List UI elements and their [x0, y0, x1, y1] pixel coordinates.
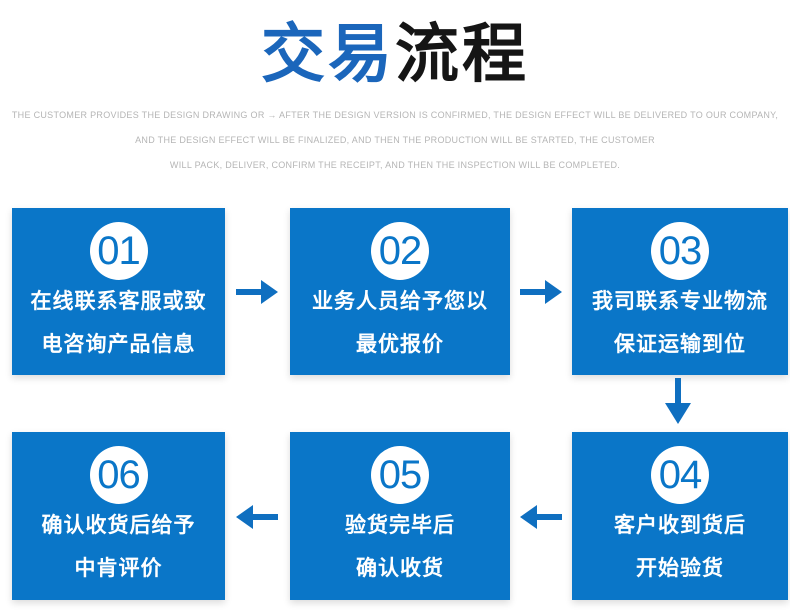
step-card-05: 05 验货完毕后 确认收货 [290, 432, 510, 600]
step-number: 04 [658, 453, 702, 497]
step-text-line: 业务人员给予您以 [312, 290, 488, 313]
arrow-right-icon [236, 279, 278, 305]
arrow-right-icon [520, 279, 562, 305]
step-text-line: 中肯评价 [74, 557, 163, 580]
step-text-line: 客户收到货后 [614, 514, 746, 537]
step-number-badge: 04 [651, 446, 709, 504]
page-title: 交易流程 [0, 16, 790, 93]
step-number: 03 [658, 229, 702, 273]
step-card-02: 02 业务人员给予您以 最优报价 [290, 208, 510, 375]
step-number: 01 [97, 229, 140, 273]
subtitle: THE CUSTOMER PROVIDES THE DESIGN DRAWING… [0, 103, 790, 178]
step-description: 确认收货后给予 中肯评价 [12, 504, 225, 590]
step-number-badge: 06 [89, 446, 148, 504]
step-text-line: 保证运输到位 [614, 333, 746, 356]
step-text-line: 我司联系专业物流 [592, 290, 768, 313]
step-number: 06 [97, 453, 140, 497]
step-number-badge: 05 [371, 446, 429, 504]
step-card-06: 06 确认收货后给予 中肯评价 [12, 432, 225, 600]
step-number: 02 [378, 229, 422, 273]
step-number-badge: 02 [371, 222, 429, 280]
step-card-01: 01 在线联系客服或致 电咨询产品信息 [12, 208, 225, 375]
step-number-badge: 03 [651, 222, 709, 280]
step-number-badge: 01 [89, 222, 148, 280]
subtitle-line-1: THE CUSTOMER PROVIDES THE DESIGN DRAWING… [11, 109, 779, 120]
step-text-line: 确认收货后给予 [41, 514, 196, 537]
step-text-line: 验货完毕后 [345, 514, 455, 537]
step-text-line: 开始验货 [636, 557, 724, 580]
step-text-line: 确认收货 [356, 557, 444, 580]
step-description: 在线联系客服或致 电咨询产品信息 [12, 280, 225, 366]
arrow-left-icon [236, 504, 278, 530]
subtitle-line-2: AND THE DESIGN EFFECT WILL BE FINALIZED,… [135, 134, 655, 145]
step-text-line: 电咨询产品信息 [41, 333, 196, 356]
title-rest: 流程 [395, 18, 529, 90]
step-number: 05 [378, 453, 422, 497]
subtitle-line-3: WILL PACK, DELIVER, CONFIRM THE RECEIPT,… [169, 159, 621, 170]
step-description: 验货完毕后 确认收货 [290, 504, 510, 590]
step-description: 客户收到货后 开始验货 [572, 504, 788, 590]
arrow-down-icon [663, 377, 693, 425]
arrow-left-icon [520, 504, 562, 530]
step-card-03: 03 我司联系专业物流 保证运输到位 [572, 208, 788, 375]
step-text-line: 最优报价 [356, 333, 444, 356]
step-description: 业务人员给予您以 最优报价 [290, 280, 510, 366]
step-card-04: 04 客户收到货后 开始验货 [572, 432, 788, 600]
title-highlight: 交易 [261, 18, 395, 90]
step-text-line: 在线联系客服或致 [30, 290, 207, 313]
step-description: 我司联系专业物流 保证运输到位 [572, 280, 788, 366]
